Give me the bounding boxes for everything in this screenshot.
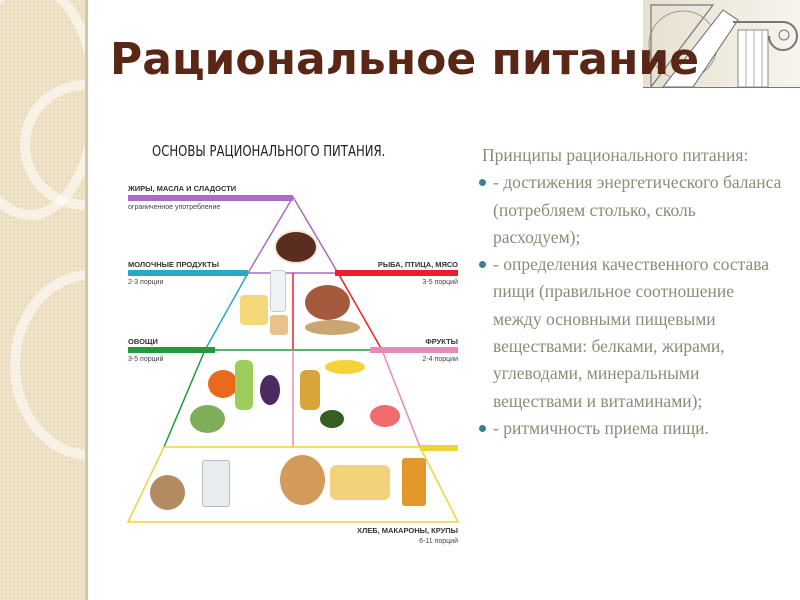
principle-item: - достижения энергетического баланса (по… <box>472 169 782 251</box>
tier-label-fruits: ФРУКТЫ <box>425 337 458 346</box>
tier-note-dairy: 2-3 порции <box>128 279 164 286</box>
bullet-icon <box>479 261 486 269</box>
tier-note-meat: 3-5 порций <box>422 279 458 286</box>
banana-image <box>325 360 365 374</box>
tier-label-dairy: МОЛОЧНЫЕ ПРОДУКТЫ <box>128 260 219 269</box>
bullet-icon <box>479 424 486 432</box>
grains-image <box>150 475 185 510</box>
strip-edge <box>85 0 88 600</box>
tier-bar-dairy <box>128 270 248 276</box>
avocado-image <box>320 410 344 428</box>
food-pyramid-figure: ОСНОВЫ РАЦИОНАЛЬНОГО ПИТАНИЯ. ЖИРЫ, МАСЛ… <box>120 120 472 562</box>
principles-heading: Принципы рационального питания: <box>482 145 749 165</box>
tier-label-grains: ХЛЕБ, МАКАРОНЫ, КРУПЫ <box>356 526 458 535</box>
fish-image <box>305 320 360 335</box>
meat-image <box>305 285 350 320</box>
tier-note-fats: ограниченное употребление <box>128 204 221 211</box>
pasta-image <box>330 465 390 500</box>
bullet-icon <box>479 179 486 187</box>
watermelon-image <box>370 405 400 427</box>
tier-bar-vegetables <box>128 347 215 353</box>
decorative-side-strip <box>0 0 88 600</box>
principle-item: - определения качественного состава пищи… <box>472 251 782 415</box>
principle-item: - ритмичность приема пищи. <box>472 415 782 442</box>
cabbage-image <box>190 405 225 433</box>
cereal-box-image <box>202 460 230 507</box>
cheese-image <box>240 295 268 325</box>
principles-list: Принципы рационального питания: - достиж… <box>472 142 782 442</box>
bread-image <box>280 455 325 505</box>
yogurt-image <box>270 315 288 335</box>
tier-note-fruits: 2-4 порции <box>422 356 458 363</box>
tier-bar-fats <box>128 195 293 201</box>
tier-note-grains: 6-11 порций <box>419 538 458 545</box>
decorative-column-image <box>643 0 800 88</box>
celery-image <box>235 360 253 410</box>
tier-label-meat: РЫБА, ПТИЦА, МЯСО <box>377 260 458 269</box>
slide-title: Рациональное питание <box>110 34 700 85</box>
pasta-pack-image <box>402 458 426 506</box>
milk-bottle-image <box>270 270 286 312</box>
principle-text: - достижения энергетического баланса (по… <box>493 172 782 247</box>
decorative-ring <box>10 270 88 460</box>
pumpkin-image <box>208 370 238 398</box>
tier-label-fats: ЖИРЫ, МАСЛА И СЛАДОСТИ <box>128 184 237 193</box>
tier-bar-meat <box>335 270 458 276</box>
tier-bar-grains <box>420 445 458 451</box>
pyramid-outline <box>126 195 460 523</box>
pineapple-image <box>300 370 320 410</box>
principle-text: - ритмичность приема пищи. <box>493 417 709 438</box>
figure-title: ОСНОВЫ РАЦИОНАЛЬНОГО ПИТАНИЯ. <box>152 142 386 160</box>
tier-note-vegetables: 3-5 порций <box>128 356 164 363</box>
tier-label-vegetables: ОВОЩИ <box>128 337 158 346</box>
principle-text: - определения качественного состава пищи… <box>493 254 770 411</box>
eggplant-image <box>260 375 280 405</box>
cake-image <box>274 230 318 264</box>
decorative-ring <box>0 0 88 220</box>
tier-bar-fruits <box>370 347 458 353</box>
